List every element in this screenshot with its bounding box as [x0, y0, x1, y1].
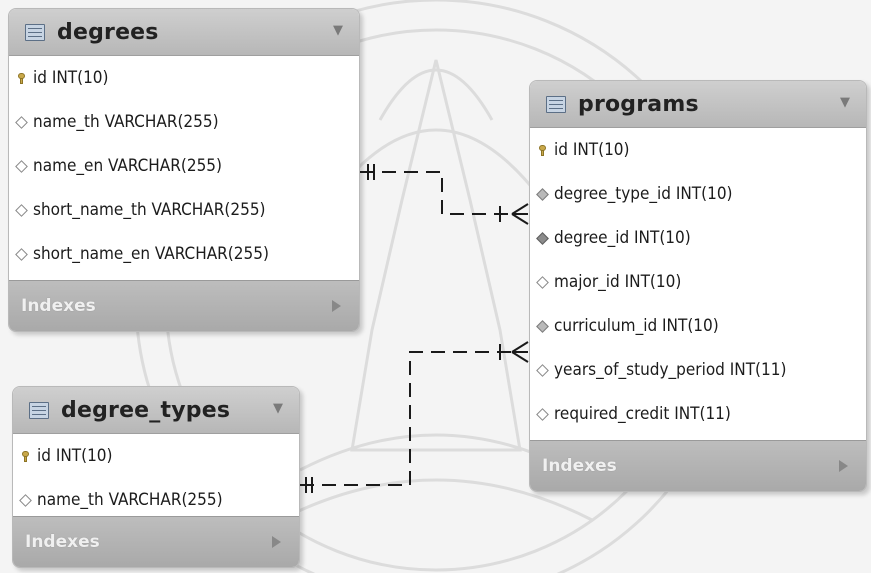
table-degree-types[interactable]: degree_types ▼ id INT(10) name_th VARCHA… — [12, 386, 300, 568]
table-icon — [29, 401, 49, 419]
table-degrees[interactable]: degrees ▼ id INT(10) name_th VARCHAR(255… — [8, 8, 360, 332]
column-label: id INT(10) — [554, 140, 630, 160]
column-label: name_th VARCHAR(255) — [33, 112, 219, 132]
column-label: id INT(10) — [37, 446, 113, 466]
column-row[interactable]: name_th VARCHAR(255) — [9, 100, 359, 144]
table-title: programs — [578, 91, 699, 117]
relationship-line-degrees-programs[interactable] — [360, 171, 520, 215]
column-row[interactable]: id INT(10) — [9, 56, 359, 100]
column-label: degree_id INT(10) — [554, 228, 691, 248]
column-diamond-icon — [535, 275, 549, 289]
column-row[interactable]: years_of_study_period INT(11) — [530, 348, 866, 392]
indexes-section[interactable]: Indexes — [13, 516, 299, 567]
column-label: required_credit INT(11) — [554, 404, 731, 424]
primary-key-icon — [536, 144, 548, 156]
expand-arrow-icon[interactable] — [272, 536, 281, 548]
collapse-chevron-icon[interactable]: ▼ — [273, 401, 283, 416]
column-label: major_id INT(10) — [554, 272, 682, 292]
column-row[interactable]: curriculum_id INT(10) — [530, 304, 866, 348]
column-label: name_en VARCHAR(255) — [33, 156, 222, 176]
table-icon — [25, 23, 45, 41]
collapse-chevron-icon[interactable]: ▼ — [333, 23, 343, 38]
column-row[interactable]: required_credit INT(11) — [530, 392, 866, 436]
indexes-section[interactable]: Indexes — [9, 280, 359, 331]
column-row[interactable]: degree_id INT(10) — [530, 216, 866, 260]
relationship-line-degree-types-programs[interactable] — [300, 351, 520, 486]
column-diamond-icon — [18, 493, 32, 507]
column-diamond-icon — [535, 407, 549, 421]
table-header[interactable]: degrees ▼ — [9, 9, 359, 56]
column-label: id INT(10) — [33, 68, 109, 88]
column-row[interactable]: id INT(10) — [530, 128, 866, 172]
indexes-section[interactable]: Indexes — [530, 440, 866, 491]
column-label: name_th VARCHAR(255) — [37, 490, 223, 510]
column-diamond-icon — [14, 247, 28, 261]
table-header[interactable]: degree_types ▼ — [13, 387, 299, 434]
foreign-key-diamond-icon — [535, 231, 549, 245]
collapse-chevron-icon[interactable]: ▼ — [840, 95, 850, 110]
table-title: degree_types — [61, 397, 231, 423]
column-diamond-icon — [14, 159, 28, 173]
column-diamond-icon — [535, 363, 549, 377]
column-row[interactable]: name_en VARCHAR(255) — [9, 144, 359, 188]
column-label: degree_type_id INT(10) — [554, 184, 733, 204]
column-diamond-icon — [14, 115, 28, 129]
crows-foot-icon — [511, 203, 529, 225]
primary-key-icon — [19, 450, 31, 462]
column-label: curriculum_id INT(10) — [554, 316, 719, 336]
column-diamond-icon — [14, 203, 28, 217]
column-label: years_of_study_period INT(11) — [554, 360, 787, 380]
indexes-label: Indexes — [542, 456, 617, 476]
column-label: short_name_en VARCHAR(255) — [33, 244, 269, 264]
column-row[interactable]: short_name_th VARCHAR(255) — [9, 188, 359, 232]
expand-arrow-icon[interactable] — [839, 460, 848, 472]
indexes-label: Indexes — [25, 532, 100, 552]
column-label: short_name_th VARCHAR(255) — [33, 200, 266, 220]
foreign-key-diamond-icon — [535, 319, 549, 333]
column-row[interactable]: short_name_en VARCHAR(255) — [9, 232, 359, 276]
column-row[interactable]: name_th VARCHAR(255) — [13, 478, 299, 522]
table-title: degrees — [57, 19, 159, 45]
foreign-key-diamond-icon — [535, 187, 549, 201]
column-row[interactable]: id INT(10) — [13, 434, 299, 478]
table-icon — [546, 95, 566, 113]
crows-foot-icon — [511, 341, 529, 363]
primary-key-icon — [15, 72, 27, 84]
table-programs[interactable]: programs ▼ id INT(10) degree_type_id INT… — [529, 80, 867, 492]
expand-arrow-icon[interactable] — [332, 300, 341, 312]
indexes-label: Indexes — [21, 296, 96, 316]
column-row[interactable]: degree_type_id INT(10) — [530, 172, 866, 216]
column-row[interactable]: major_id INT(10) — [530, 260, 866, 304]
table-header[interactable]: programs ▼ — [530, 81, 866, 128]
